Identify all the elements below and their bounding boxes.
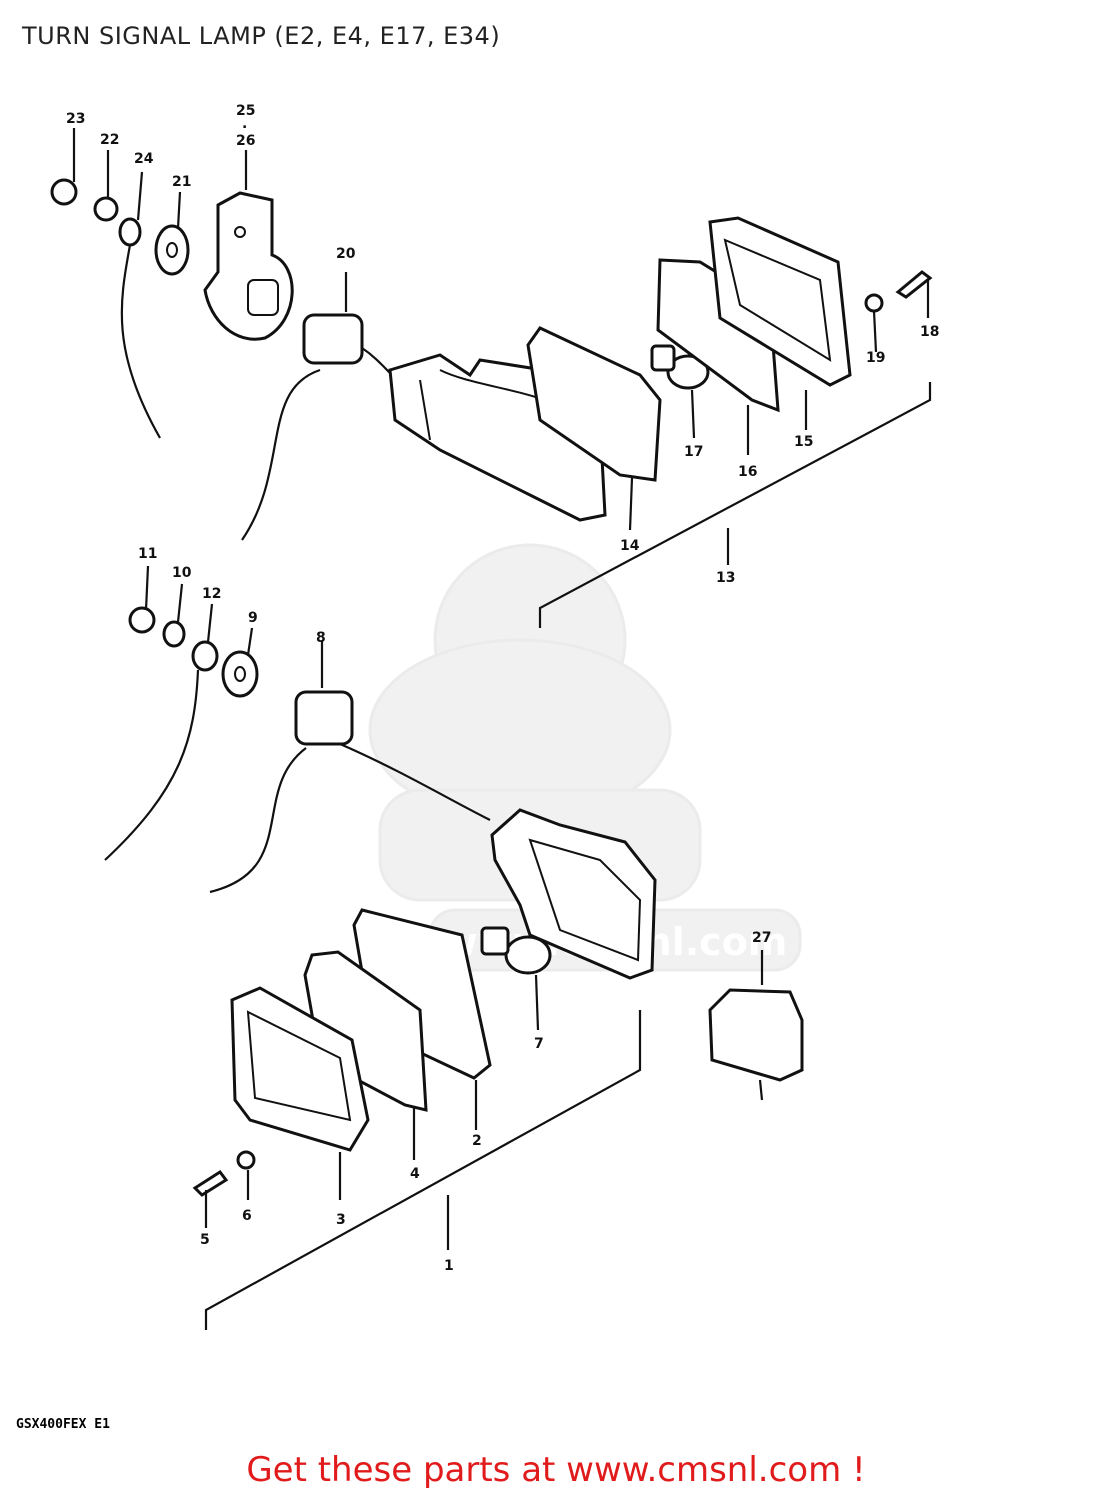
mounting-bracket <box>203 150 294 341</box>
lens-gasket-lower <box>303 908 492 1160</box>
callout-24: 24 <box>134 151 154 167</box>
callout-3: 3 <box>336 1212 346 1228</box>
flasher-relay <box>708 950 804 1101</box>
callout-4: 4 <box>410 1166 420 1182</box>
bulb-lower <box>480 926 552 1031</box>
callout-1: 1 <box>444 1258 454 1274</box>
screw-upper <box>864 270 933 353</box>
lens-gasket-upper <box>526 326 662 531</box>
callout-19: 19 <box>866 350 885 366</box>
upper-hardware <box>50 128 190 439</box>
wire-grommet-upper <box>241 272 399 541</box>
watermark-logo: www.cmsnl.com <box>368 543 802 972</box>
callout-27: 27 <box>752 930 771 946</box>
lens-upper <box>656 216 852 455</box>
callout-6: 6 <box>242 1208 252 1224</box>
callout-18: 18 <box>920 324 939 340</box>
wire-grommet-lower <box>209 640 491 894</box>
assembly-leader-1 <box>204 1010 642 1330</box>
svg-text:.: . <box>242 116 247 132</box>
model-code: GSX400FEX E1 <box>16 1417 110 1432</box>
lower-hardware <box>104 565 259 861</box>
callout-9: 9 <box>248 610 258 626</box>
callout-12: 12 <box>202 586 221 602</box>
callout-21: 21 <box>172 174 191 190</box>
footer-link-text[interactable]: Get these parts at www.cmsnl.com ! <box>246 1450 866 1490</box>
bulb-upper <box>650 344 710 439</box>
screw-lower <box>192 1150 256 1228</box>
callout-22: 22 <box>100 132 119 148</box>
callout-23: 23 <box>66 111 85 127</box>
callout-26: 26 <box>236 133 255 149</box>
callout-11: 11 <box>138 546 157 562</box>
callout-20: 20 <box>336 246 356 262</box>
callout-10: 10 <box>172 565 192 581</box>
callout-8: 8 <box>316 630 326 646</box>
page-title: TURN SIGNAL LAMP (E2, E4, E17, E34) <box>22 22 501 50</box>
callout-16: 16 <box>738 464 757 480</box>
callout-14: 14 <box>620 538 640 554</box>
callout-7: 7 <box>534 1036 544 1052</box>
callout-5: 5 <box>200 1232 210 1248</box>
callout-2: 2 <box>472 1133 482 1149</box>
callout-15: 15 <box>794 434 813 450</box>
assembly-leader-13 <box>538 382 932 628</box>
callout-25: 25 <box>236 103 255 119</box>
callout-labels: 23 22 24 21 25 . 26 20 19 18 17 16 15 14… <box>66 103 939 1274</box>
callout-17: 17 <box>684 444 703 460</box>
lens-lower <box>230 986 370 1200</box>
callout-13: 13 <box>716 570 735 586</box>
